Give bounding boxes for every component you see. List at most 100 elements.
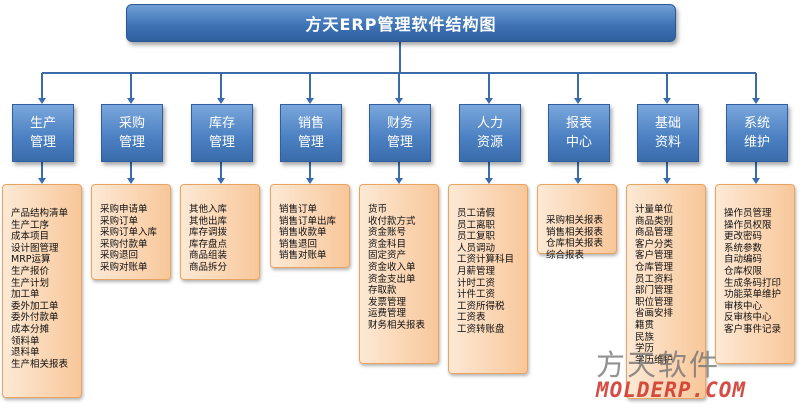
module-box: 采购 管理 [101, 104, 163, 162]
module-connector-arrow [752, 98, 760, 104]
module-connector-arrow [217, 98, 225, 104]
items-connector-arrow [395, 178, 403, 184]
list-item: 资金支出单 [368, 273, 416, 285]
list-item: 人员调动 [457, 242, 496, 254]
list-item: 销售对账单 [279, 250, 327, 262]
items-connector-arrow [485, 178, 493, 184]
items-connector-arrow [127, 178, 135, 184]
module-connector-arrow [38, 98, 46, 104]
module-box: 财务 管理 [369, 104, 431, 162]
list-item: 生成条码打印 [724, 277, 782, 289]
watermark-chinese: 方天软件 [596, 348, 721, 382]
list-item: 员工离职 [457, 219, 496, 231]
list-item: 资金收入单 [368, 261, 416, 273]
list-item: 成本分摊 [11, 323, 50, 335]
list-item: 审核中心 [724, 300, 763, 312]
list-item: 操作员管理 [724, 208, 772, 219]
items-connector-arrow [38, 178, 46, 184]
list-item: 商品组装 [189, 250, 228, 262]
list-item: 商品管理 [635, 227, 674, 239]
list-item: 库存盘点 [189, 238, 228, 250]
list-item: 仓库管理 [635, 261, 674, 273]
list-item: 学历 [635, 343, 655, 355]
watermark-url: MOLDERP.COM [596, 378, 747, 402]
module-items-box: 操作员管理操作员权限更改密码系统参数自动编码仓库权限生成条码打印功能菜单维护审核… [715, 184, 795, 364]
list-item: 采购对账单 [100, 261, 148, 273]
list-item: 采购相关报表 [546, 215, 604, 226]
list-item: 退料单 [11, 347, 40, 359]
module-connector-arrow [485, 98, 493, 104]
module-items-box: 其他入库其他出库库存调拨库存盘点商品组装商品拆分 [180, 184, 260, 280]
list-item: 采购申请单 [100, 204, 148, 215]
list-item: 客户分类 [635, 238, 674, 250]
list-item: 省画安排 [635, 308, 674, 320]
list-item: 资金账号 [368, 227, 407, 239]
module-box: 库存 管理 [191, 104, 253, 162]
list-item: 工资计算科目 [457, 254, 515, 266]
list-item: 工资转账盘 [457, 323, 505, 335]
list-item: MRP运算 [11, 254, 51, 266]
module-items-list: 员工请假员工离职员工复职人员调动工资计算科目月薪管理计时工资计件工资工资所得税工… [457, 208, 525, 336]
module-box: 基础 资料 [637, 104, 699, 162]
list-item: 籍贯 [635, 319, 655, 331]
module-items-list: 计量单位商品类别商品管理客户分类客户管理仓库管理员工资料部门管理职位管理省画安排… [635, 204, 703, 366]
module-box: 报表 中心 [548, 104, 610, 162]
module-items-list: 货币收付款方式资金账号资金科目固定资产资金收入单资金支出单存取款发票管理运费管理… [368, 204, 436, 332]
module-connector-arrow [574, 98, 582, 104]
module-items-box: 销售订单销售订单出库销售收款单销售退回销售对账单 [270, 184, 350, 268]
module-items-box: 计量单位商品类别商品管理客户分类客户管理仓库管理员工资料部门管理职位管理省画安排… [626, 184, 706, 399]
list-item: 委外加工单 [11, 300, 59, 312]
module-box: 系统 维护 [726, 104, 788, 162]
list-item: 成本项目 [11, 231, 50, 243]
list-item: 反审核中心 [724, 312, 772, 324]
list-item: 综合报表 [546, 249, 585, 261]
list-item: 采购订单入库 [100, 227, 158, 239]
module-box: 人力 资源 [459, 104, 521, 162]
list-item: 发票管理 [368, 296, 407, 308]
list-item: 员工复职 [457, 231, 496, 243]
list-item: 销售相关报表 [546, 226, 604, 238]
list-item: 部门管理 [635, 285, 674, 297]
list-item: 销售订单 [279, 204, 318, 215]
list-item: 其他入库 [189, 204, 228, 215]
list-item: 加工单 [11, 289, 40, 301]
list-item: 职位管理 [635, 296, 674, 308]
list-item: 客户管理 [635, 250, 674, 262]
list-item: 其他出库 [189, 215, 228, 227]
list-item: 操作员权限 [724, 219, 772, 231]
list-item: 设计图管理 [11, 242, 59, 254]
list-item: 销售订单出库 [279, 215, 337, 227]
items-connector-arrow [306, 178, 314, 184]
list-item: 采购退回 [100, 250, 139, 262]
list-item: 月薪管理 [457, 265, 496, 277]
items-connector-arrow [663, 178, 671, 184]
module-box: 销售 管理 [280, 104, 342, 162]
list-item: 客户事件记录 [724, 323, 782, 335]
module-items-box: 员工请假员工离职员工复职人员调动工资计算科目月薪管理计时工资计件工资工资所得税工… [448, 184, 528, 374]
list-item: 收付款方式 [368, 215, 416, 227]
module-items-list: 操作员管理操作员权限更改密码系统参数自动编码仓库权限生成条码打印功能菜单维护审核… [724, 208, 792, 336]
list-item: 仓库相关报表 [546, 238, 604, 250]
module-items-box: 采购申请单采购订单采购订单入库采购付款单采购退回采购对账单 [91, 184, 171, 280]
items-connector-arrow [574, 178, 582, 184]
module-items-list: 其他入库其他出库库存调拨库存盘点商品组装商品拆分 [189, 204, 257, 274]
list-item: 工资表 [457, 312, 486, 324]
list-item: 采购订单 [100, 215, 139, 227]
list-item: 生产工序 [11, 219, 50, 231]
list-item: 生产相关报表 [11, 358, 69, 370]
list-item: 员工请假 [457, 208, 496, 219]
items-connector-arrow [752, 178, 760, 184]
list-item: 运费管理 [368, 308, 407, 320]
list-item: 采购付款单 [100, 238, 148, 250]
list-item: 民族 [635, 331, 655, 343]
list-item: 生产报价 [11, 265, 50, 277]
module-items-box: 采购相关报表销售相关报表仓库相关报表综合报表 [537, 184, 617, 261]
list-item: 商品类别 [635, 215, 674, 227]
list-item: 计量单位 [635, 204, 674, 215]
list-item: 生产计划 [11, 277, 50, 289]
list-item: 员工资料 [635, 273, 674, 285]
list-item: 计时工资 [457, 277, 496, 289]
list-item: 更改密码 [724, 231, 763, 243]
